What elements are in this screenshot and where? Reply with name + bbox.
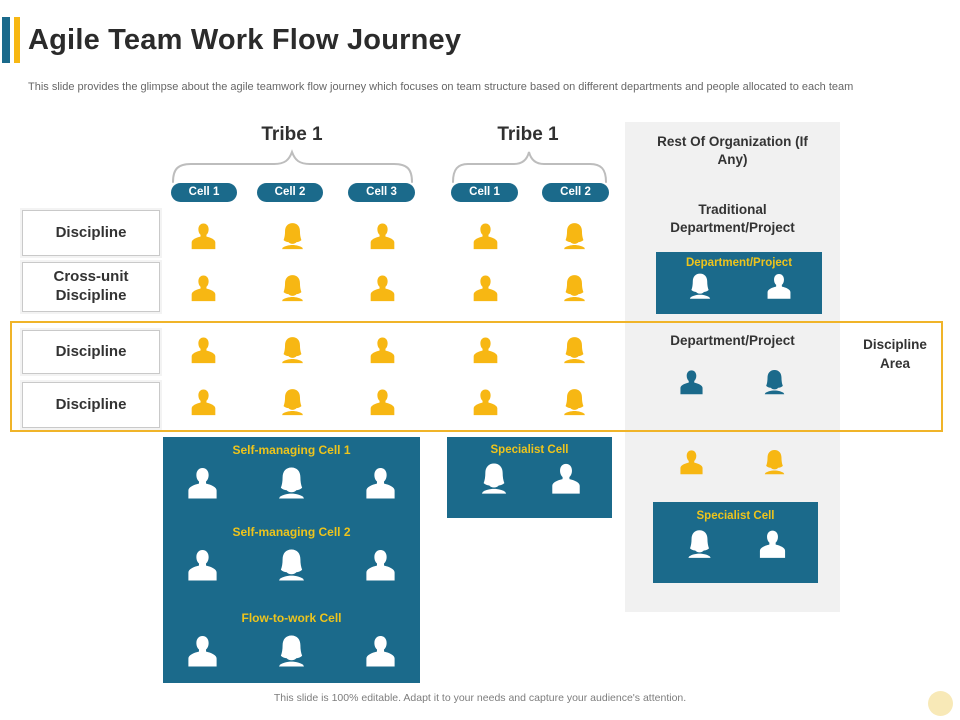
person-female-icon: [685, 271, 715, 302]
flow-to-work-cell-members: [163, 632, 420, 671]
person-female-icon: [559, 334, 590, 367]
person-female-icon: [277, 386, 308, 419]
person-male-icon: [188, 220, 219, 253]
person-male-icon: [362, 464, 399, 503]
discipline-box: Cross-unit Discipline: [22, 262, 160, 312]
department-project-box: Department/Project: [656, 252, 822, 314]
person-male-icon: [470, 220, 501, 253]
accent-bar-yellow-icon: [14, 17, 20, 63]
specialist-cell-members: [653, 527, 818, 562]
subtitle: This slide provides the glimpse about th…: [28, 81, 854, 93]
person-male-icon: [188, 386, 219, 419]
person-female-icon: [273, 632, 310, 671]
person-male-icon: [367, 334, 398, 367]
tribe-1-label: Tribe 1: [261, 124, 323, 145]
person-female-icon: [760, 367, 789, 398]
brace-icon: [172, 149, 413, 183]
accent-bar-teal-icon: [2, 17, 10, 63]
rest-of-organization-panel: Rest Of Organization (If Any) Traditiona…: [625, 122, 840, 612]
traditional-department-label: Traditional Department/Project: [670, 202, 795, 236]
self-managing-cell-2-members: [163, 546, 420, 585]
self-managing-cell-1-members: [163, 464, 420, 503]
person-female-icon: [476, 460, 512, 498]
person-male-icon: [470, 334, 501, 367]
person-male-icon: [367, 220, 398, 253]
person-male-icon: [677, 367, 706, 398]
specialist-cell-box: Specialist Cell: [653, 502, 818, 583]
person-male-icon: [756, 527, 789, 562]
person-female-icon: [559, 386, 590, 419]
tribe-2-label: Tribe 1: [497, 124, 559, 145]
specialist-cell-label: Specialist Cell: [696, 510, 775, 522]
person-male-icon: [764, 271, 794, 302]
specialist-cell-2-label: Specialist Cell: [490, 444, 569, 456]
discipline-area-label: Discipline Area: [863, 337, 927, 371]
person-female-icon: [559, 220, 590, 253]
department-members: [625, 367, 840, 398]
self-managing-cell-1-label: Self-managing Cell 1: [232, 443, 351, 457]
person-female-icon: [683, 527, 716, 562]
flow-to-work-cell-label: Flow-to-work Cell: [241, 611, 342, 625]
person-female-icon: [277, 334, 308, 367]
person-male-icon: [184, 464, 221, 503]
person-male-icon: [367, 386, 398, 419]
cell-badge: Cell 2: [257, 183, 323, 202]
department-project-members: [656, 271, 822, 302]
person-male-icon: [677, 447, 706, 478]
person-male-icon: [184, 632, 221, 671]
specialist-cell-2-members: [447, 460, 612, 498]
cell-badge: Cell 3: [348, 183, 415, 202]
brace-icon: [452, 151, 607, 183]
person-male-icon: [470, 272, 501, 305]
person-male-icon: [362, 632, 399, 671]
decorative-circle-icon: [928, 691, 953, 716]
discipline-box: Discipline: [22, 210, 160, 256]
cell-badge: Cell 2: [542, 183, 609, 202]
person-female-icon: [277, 272, 308, 305]
person-female-icon: [273, 464, 310, 503]
self-managing-cell-2-label: Self-managing Cell 2: [232, 525, 351, 539]
page-title: Agile Team Work Flow Journey: [28, 24, 462, 56]
person-male-icon: [470, 386, 501, 419]
footer-note: This slide is 100% editable. Adapt it to…: [273, 692, 687, 704]
person-female-icon: [559, 272, 590, 305]
person-female-icon: [760, 447, 789, 478]
department-project-label: Department/Project: [670, 333, 795, 348]
discipline-box: Discipline: [22, 330, 160, 374]
department-project-box-label: Department/Project: [685, 257, 793, 269]
person-male-icon: [362, 546, 399, 585]
person-male-icon: [184, 546, 221, 585]
person-male-icon: [188, 334, 219, 367]
person-female-icon: [277, 220, 308, 253]
self-managing-cells-box: Self-managing Cell 1 Self-managing Cell …: [163, 437, 420, 683]
person-female-icon: [273, 546, 310, 585]
discipline-box: Discipline: [22, 382, 160, 428]
person-male-icon: [367, 272, 398, 305]
agile-members: [625, 447, 840, 478]
panel-header: Rest Of Organization (If Any): [657, 134, 808, 168]
cell-badge: Cell 1: [171, 183, 237, 202]
cell-badge: Cell 1: [451, 183, 518, 202]
person-male-icon: [548, 460, 584, 498]
person-male-icon: [188, 272, 219, 305]
specialist-cell-box-2: Specialist Cell: [447, 437, 612, 518]
